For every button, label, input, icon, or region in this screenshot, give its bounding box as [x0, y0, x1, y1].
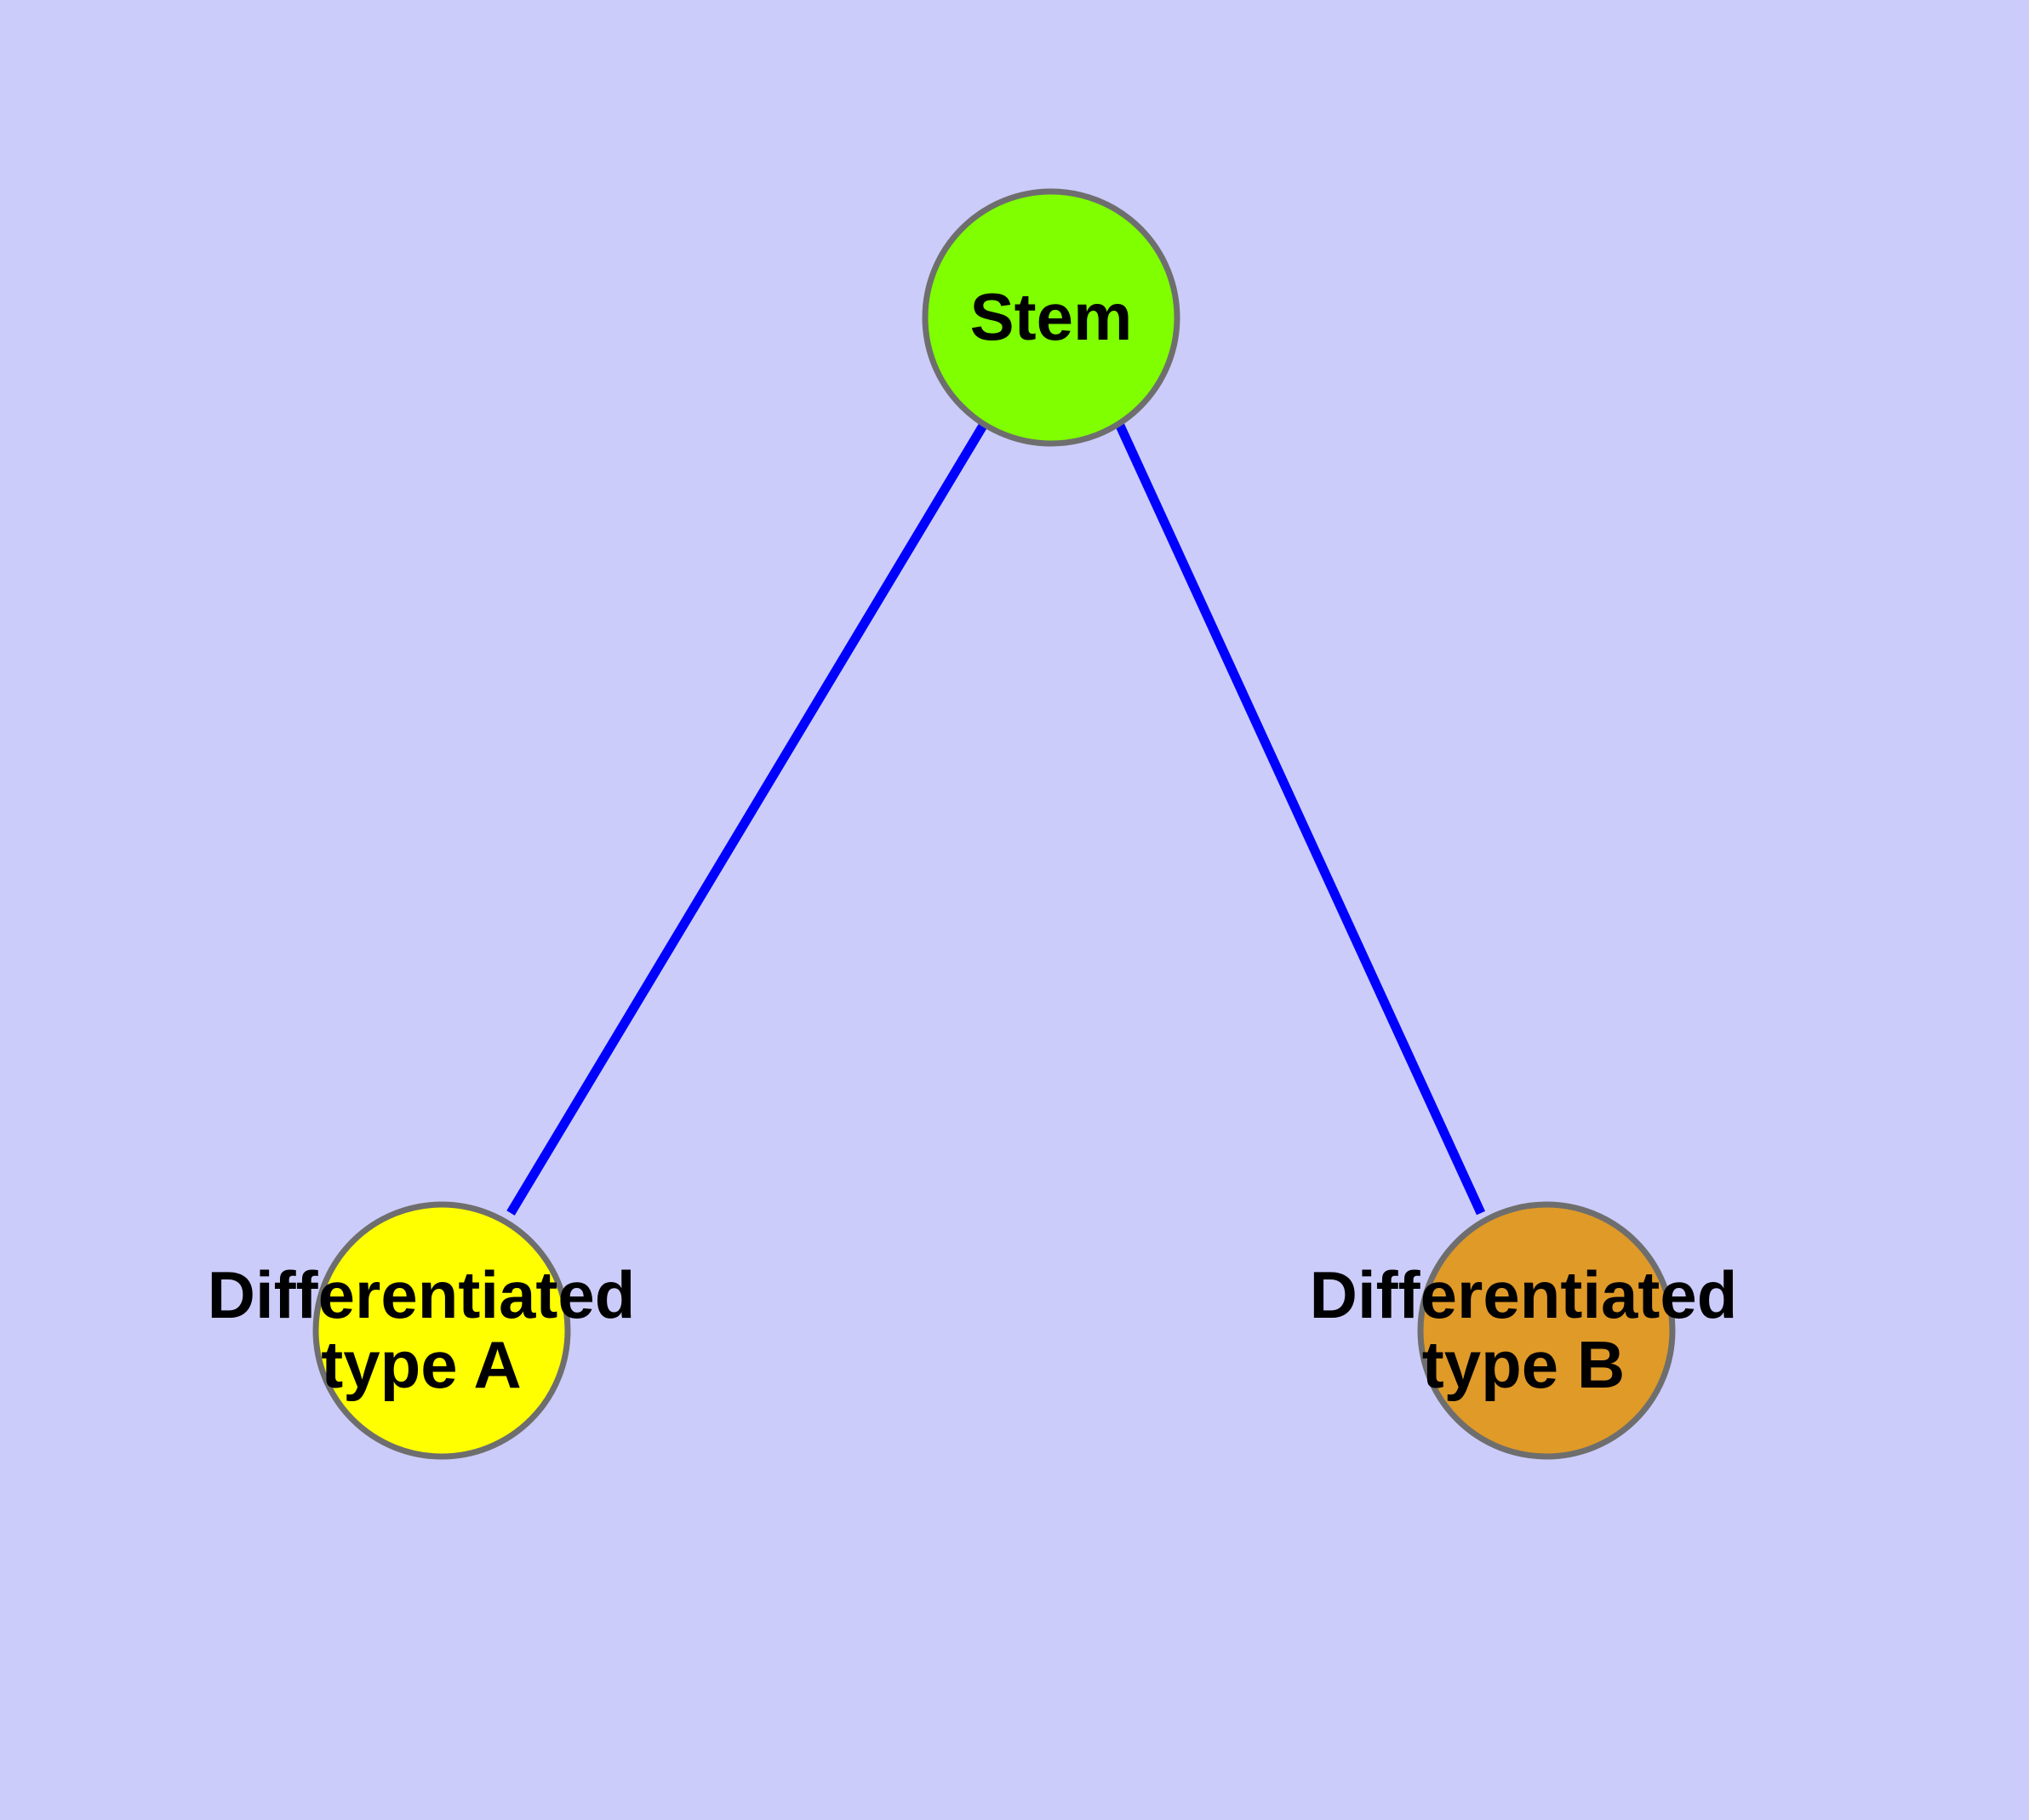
node-circle-diff-b[interactable]	[1417, 1201, 1676, 1460]
node-layer	[312, 188, 1676, 1460]
node-circle-diff-a[interactable]	[312, 1201, 571, 1460]
edge-stem-to-diff-a	[506, 423, 987, 1216]
node-circle-stem[interactable]	[922, 188, 1180, 447]
edge-layer	[506, 423, 1485, 1216]
edge-stem-to-diff-b	[1116, 423, 1485, 1216]
